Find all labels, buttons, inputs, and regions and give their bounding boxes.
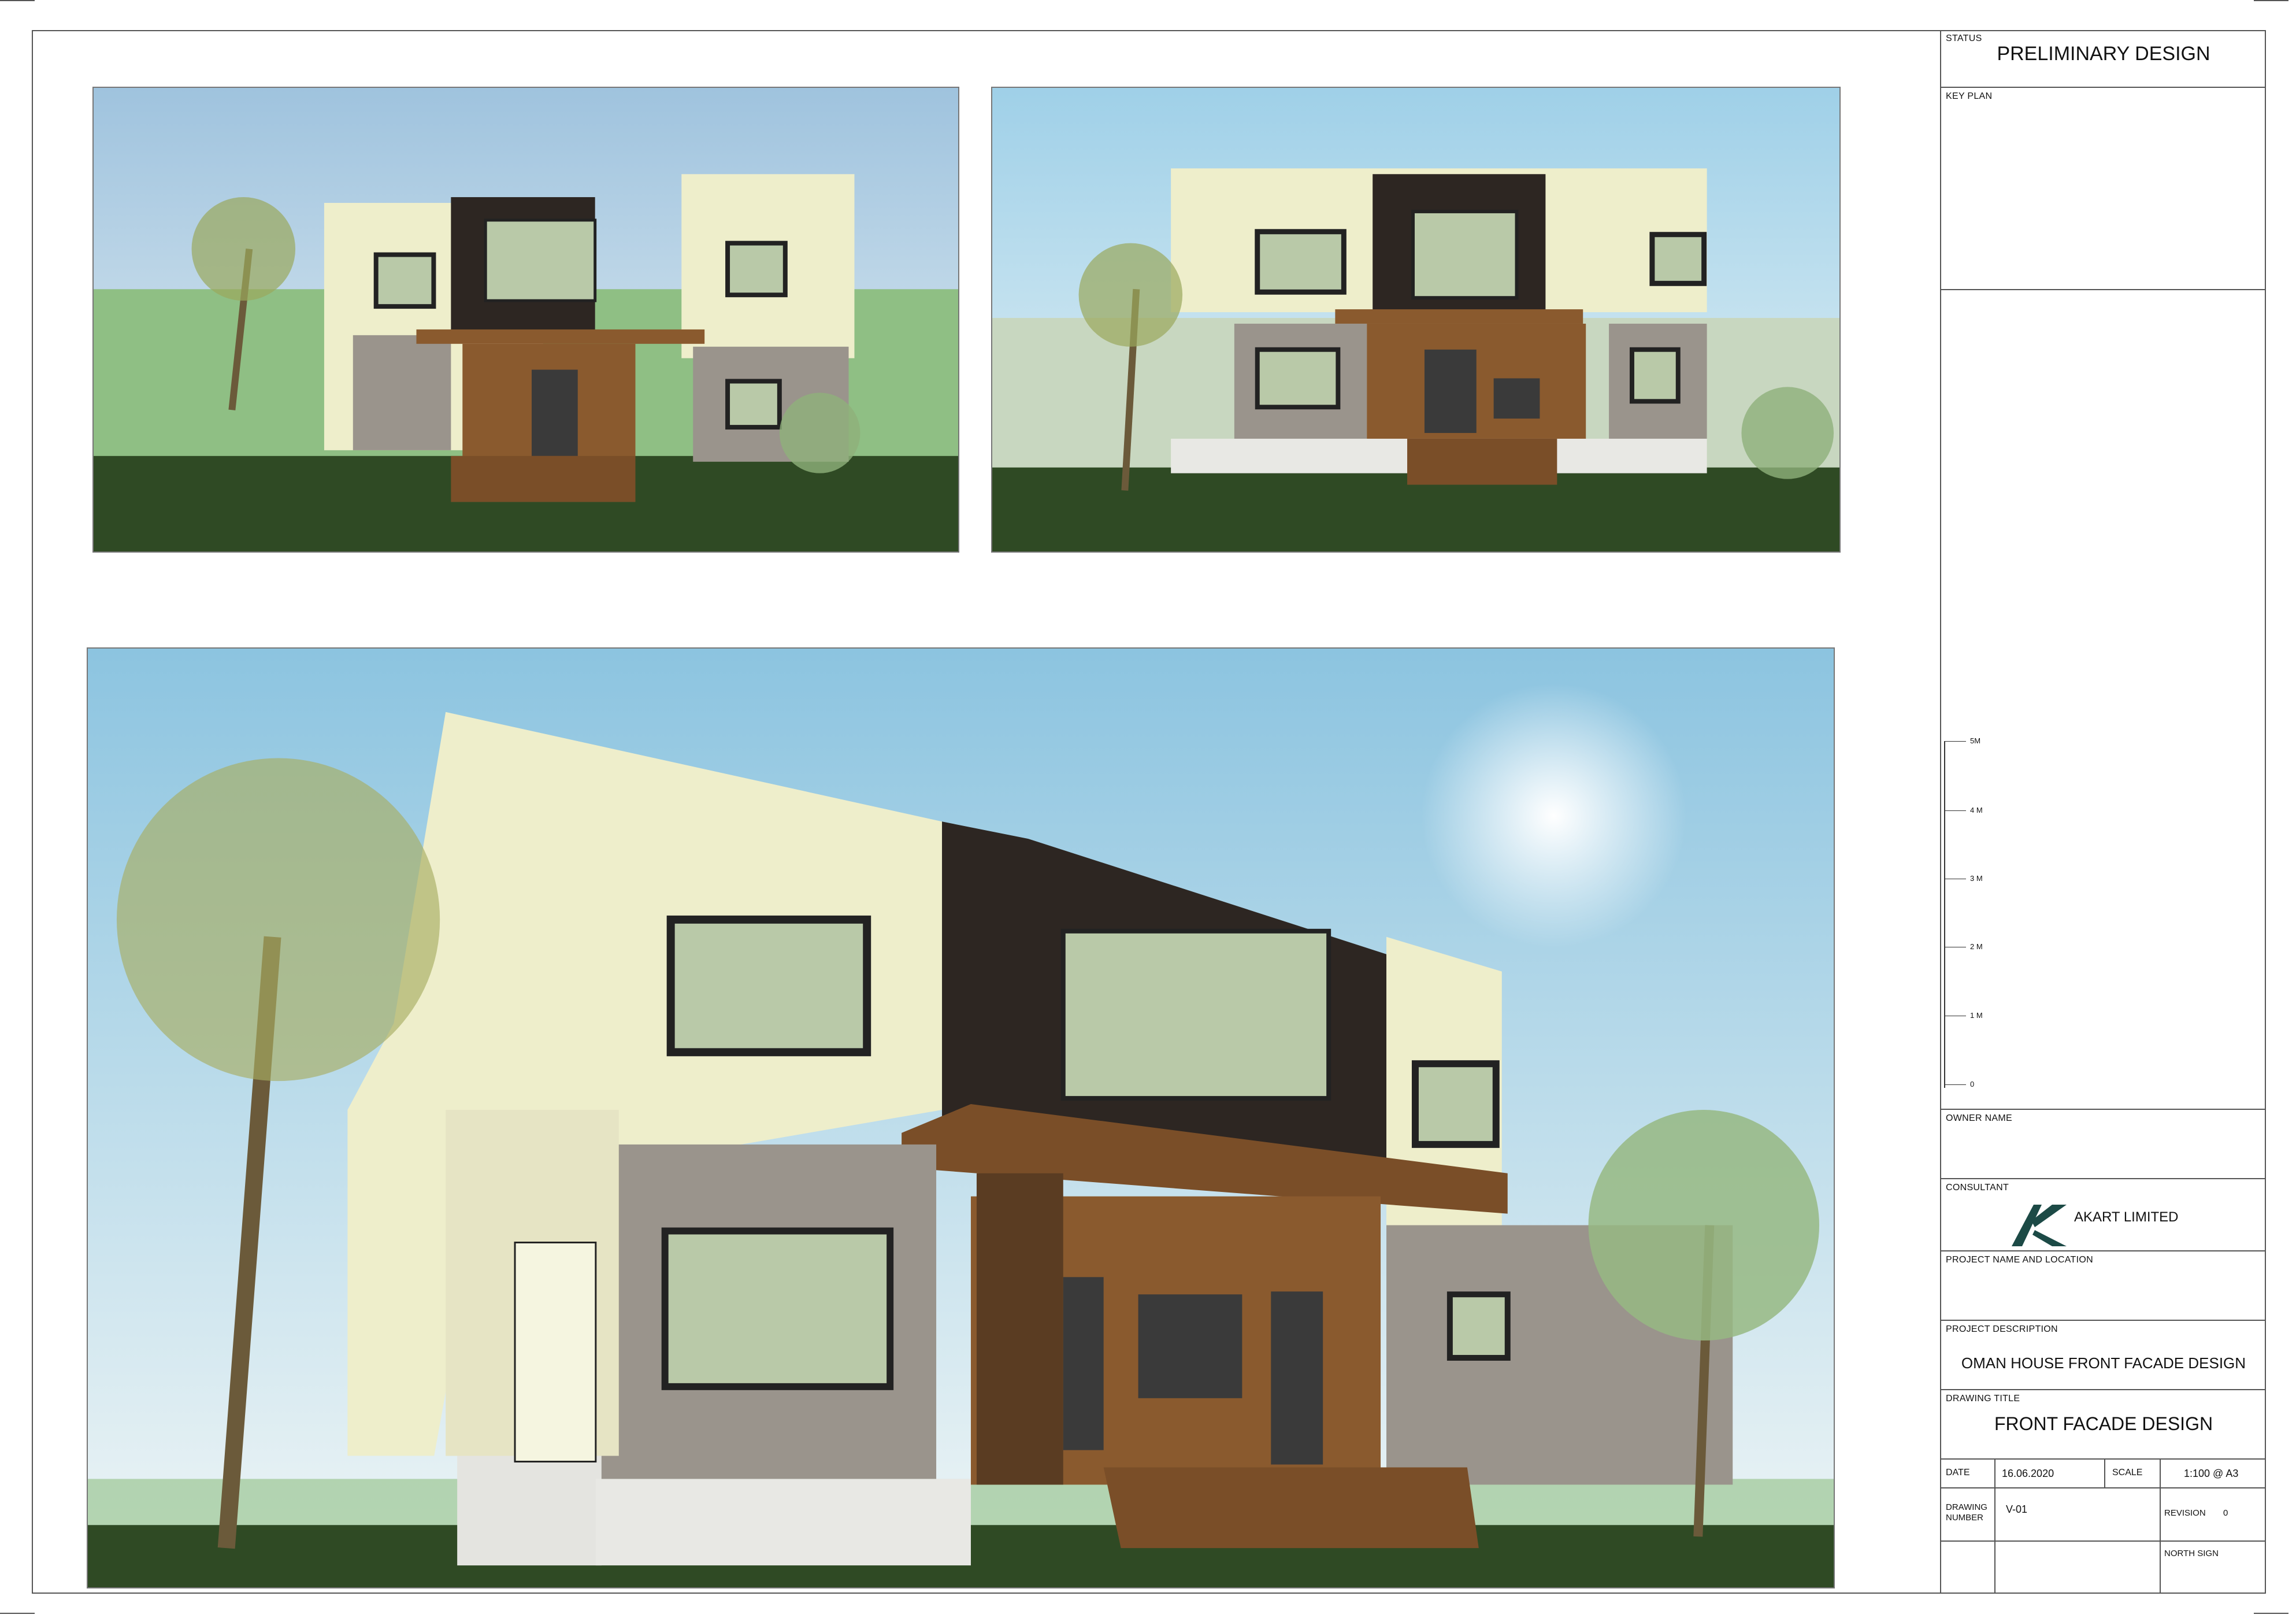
- project-description-label: PROJECT DESCRIPTION: [1946, 1324, 2058, 1334]
- divider: [2160, 1542, 2161, 1594]
- project-name-section: PROJECT NAME AND LOCATION: [1941, 1251, 2266, 1321]
- consultant-name: AKART LIMITED: [2074, 1209, 2179, 1225]
- drawing-number-row: DRAWING NUMBER V-01 REVISION 0: [1941, 1488, 2266, 1542]
- crop-mark: [2254, 1613, 2288, 1614]
- render-perspective-left: [92, 87, 959, 553]
- scale-bar-axis: [1944, 741, 1945, 1088]
- scale-tick: [1944, 741, 1966, 742]
- project-name-label: PROJECT NAME AND LOCATION: [1946, 1255, 2093, 1265]
- scale-tick: [1944, 1084, 1966, 1085]
- date-value: 16.06.2020: [2002, 1468, 2054, 1479]
- render-perspective-main: [87, 647, 1835, 1588]
- north-sign-row: NORTH SIGN: [1941, 1542, 2266, 1594]
- crop-mark: [0, 1613, 35, 1614]
- consultant-section: CONSULTANT AKART LIMITED: [1941, 1179, 2266, 1251]
- scale-label-2m: 2 M: [1970, 942, 1983, 951]
- date-scale-row: DATE 16.06.2020 SCALE 1:100 @ A3: [1941, 1460, 2266, 1488]
- drawing-title-value: FRONT FACADE DESIGN: [1994, 1413, 2213, 1434]
- divider: [2160, 1488, 2161, 1542]
- revision-label: REVISION: [2164, 1508, 2206, 1518]
- divider: [2104, 1460, 2105, 1488]
- drawing-number-label-1: DRAWING: [1946, 1502, 1987, 1512]
- crop-mark: [0, 0, 35, 1]
- drawing-frame: [32, 30, 2266, 1594]
- render-elevation-front: [991, 87, 1841, 553]
- key-plan-section: KEY PLAN: [1941, 88, 2266, 290]
- scale-label-3m: 3 M: [1970, 874, 1983, 883]
- scale-label-0: 0: [1970, 1080, 1975, 1088]
- project-description-section: PROJECT DESCRIPTION OMAN HOUSE FRONT FAC…: [1941, 1321, 2266, 1390]
- scale-label: SCALE: [2112, 1468, 2143, 1477]
- scale-label-4m: 4 M: [1970, 806, 1983, 814]
- status-label: STATUS: [1946, 34, 1982, 43]
- drawing-number-label-2: NUMBER: [1946, 1513, 1984, 1523]
- scale-tick: [1944, 810, 1966, 811]
- owner-label: OWNER NAME: [1946, 1113, 2012, 1123]
- title-block: STATUS PRELIMINARY DESIGN KEY PLAN 5M 4 …: [1940, 30, 2266, 1594]
- scale-label-1m: 1 M: [1970, 1011, 1983, 1020]
- revision-value: 0: [2223, 1508, 2228, 1518]
- drawing-title-label: DRAWING TITLE: [1946, 1394, 2020, 1403]
- scale-value: 1:100 @ A3: [2184, 1468, 2239, 1479]
- project-description-value: OMAN HOUSE FRONT FACADE DESIGN: [1961, 1354, 2246, 1372]
- status-section: STATUS PRELIMINARY DESIGN: [1941, 30, 2266, 88]
- north-sign-label: NORTH SIGN: [2164, 1549, 2219, 1558]
- scale-label-5m: 5M: [1970, 736, 1981, 745]
- owner-section: OWNER NAME: [1941, 1110, 2266, 1179]
- key-plan-label: KEY PLAN: [1946, 91, 1993, 101]
- divider: [1994, 1488, 1995, 1542]
- crop-mark: [2254, 0, 2288, 1]
- drawing-title-section: DRAWING TITLE FRONT FACADE DESIGN: [1941, 1390, 2266, 1460]
- divider: [1994, 1460, 1995, 1488]
- akart-logo-icon: [2012, 1205, 2067, 1246]
- drawing-number-value: V-01: [2006, 1504, 2028, 1515]
- divider: [2160, 1460, 2161, 1488]
- status-value: PRELIMINARY DESIGN: [1997, 43, 2210, 65]
- date-label: DATE: [1946, 1468, 1970, 1477]
- divider: [1994, 1542, 1995, 1594]
- scale-bar-section: 5M 4 M 3 M 2 M 1 M 0: [1941, 290, 2266, 1110]
- consultant-label: CONSULTANT: [1946, 1183, 2009, 1193]
